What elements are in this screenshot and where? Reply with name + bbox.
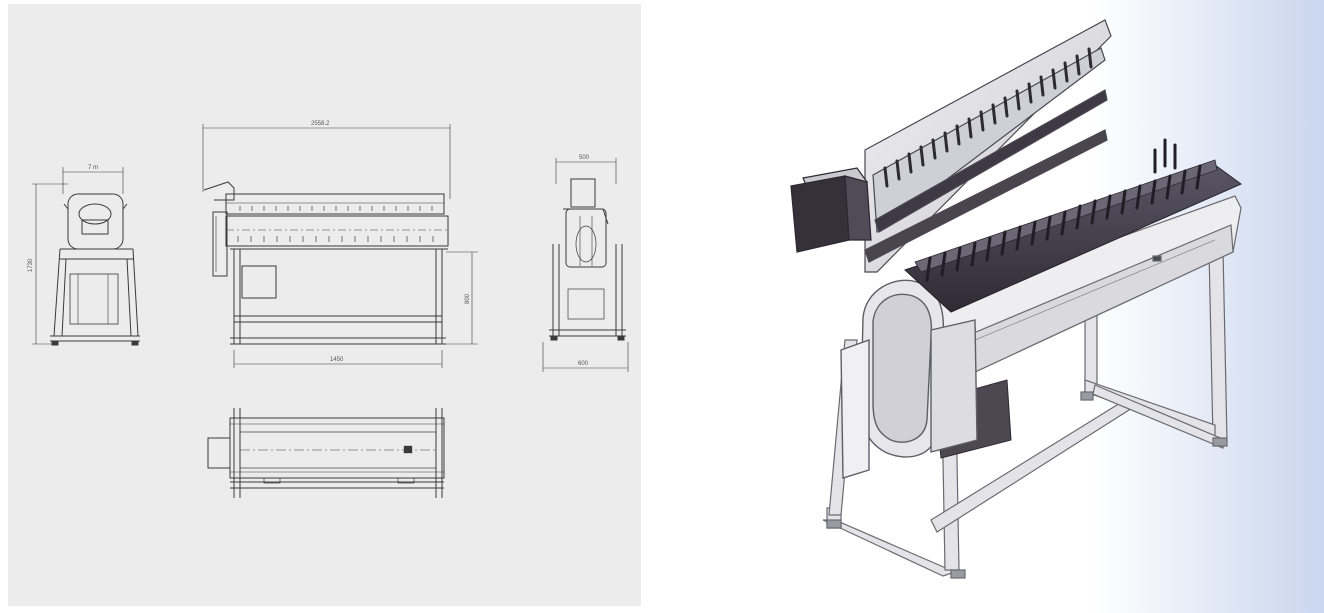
belt-guard	[840, 279, 978, 479]
top-view	[207, 408, 445, 498]
dim-label-frame-length: 1450	[330, 357, 344, 363]
orthographic-drawing: 7 m 1730	[28, 121, 629, 498]
dim-label-side-height: 1730	[28, 258, 34, 272]
dim-label-right-base-width: 600	[578, 361, 589, 367]
dim-label-overall-length: 2558.2	[311, 121, 330, 127]
machine-3d-illustration	[745, 0, 1324, 613]
side-view-left	[32, 167, 140, 346]
rotor-teeth	[925, 164, 1202, 282]
dim-label-side-width: 7 m	[88, 165, 98, 171]
dim-label-right-top-width: 500	[579, 155, 590, 161]
dim-label-frame-height: 800	[465, 293, 471, 304]
front-view	[202, 124, 478, 368]
machine-3d-render	[745, 0, 1324, 613]
hinged-lid	[864, 19, 1112, 273]
drawing-sheet: 7 m 1730	[8, 4, 641, 606]
side-view-right	[542, 158, 629, 372]
inlet-hopper	[790, 167, 872, 253]
rotor-drum	[904, 138, 1242, 313]
